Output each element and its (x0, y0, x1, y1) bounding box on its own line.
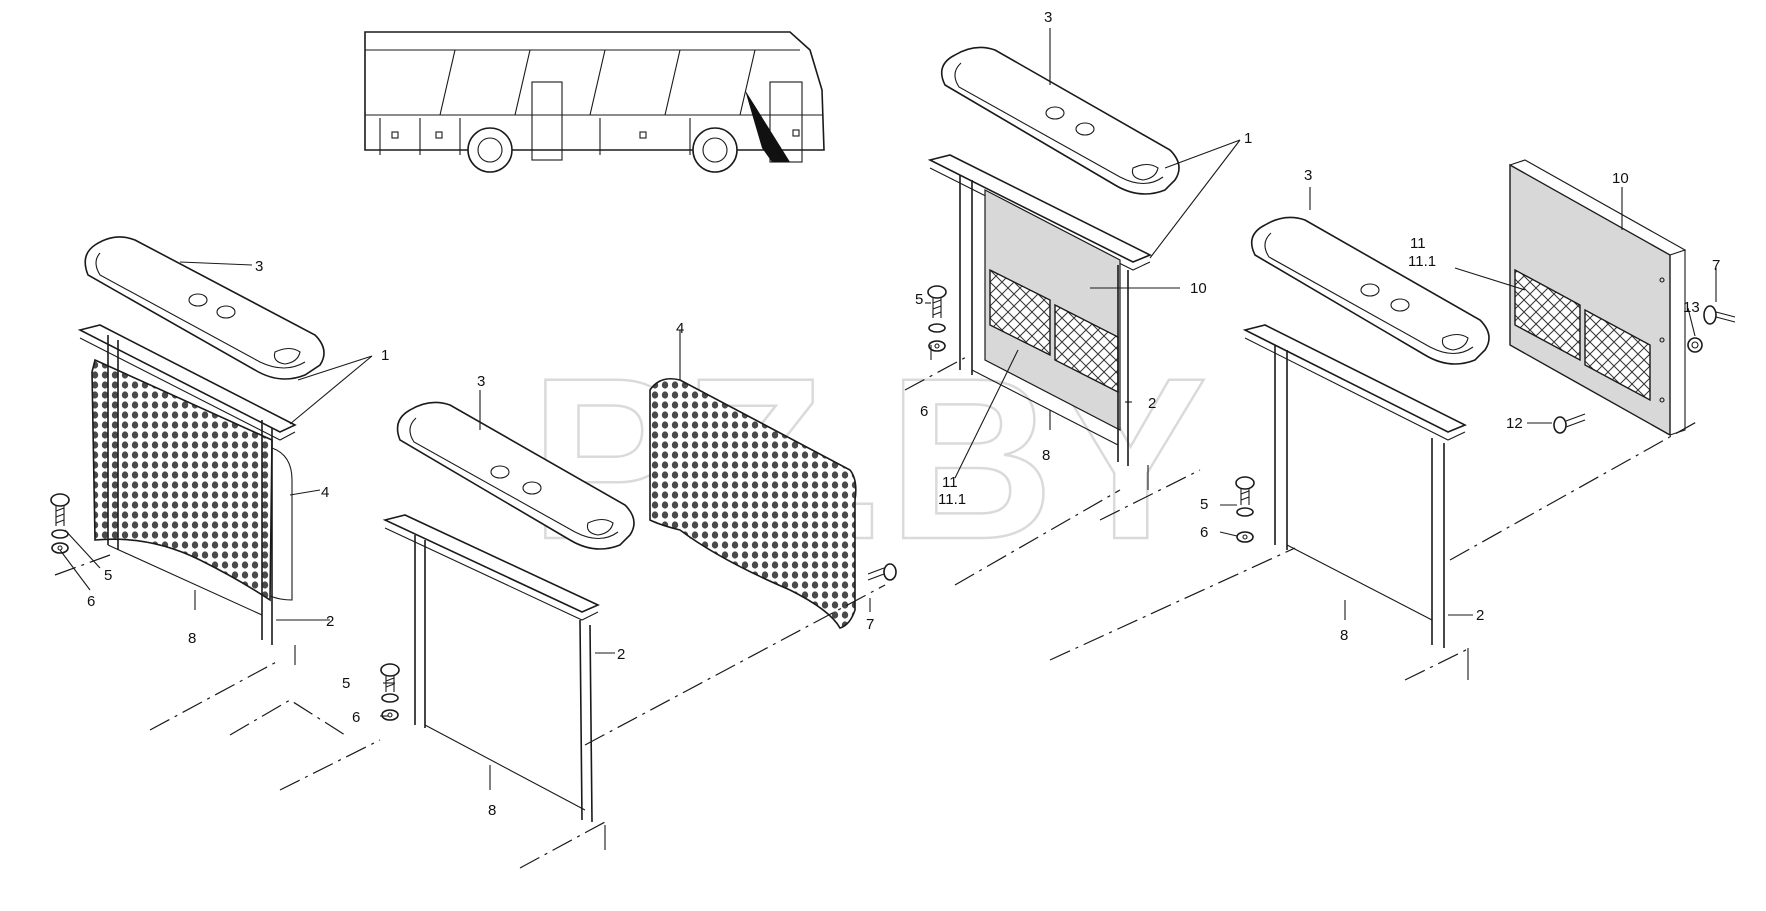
callout-6c: 6 (920, 403, 928, 420)
callout-6b: 6 (352, 709, 360, 726)
callout-12: 12 (1506, 415, 1523, 432)
fastener-stack-right (1235, 476, 1255, 543)
callout-7: 7 (866, 616, 874, 633)
mesh-panel-4 (91, 358, 293, 602)
frame-2c (959, 175, 1129, 466)
screw-7b-13 (1687, 305, 1736, 353)
callout-2c: 2 (1148, 395, 1156, 412)
assembly-upper-right (927, 46, 1180, 466)
callout-13: 13 (1683, 299, 1700, 316)
callout-2d: 2 (1476, 607, 1484, 624)
assembly-center (380, 377, 897, 823)
alignment-lines (54, 354, 1701, 869)
callout-10: 10 (1190, 280, 1207, 297)
mesh-panel-4b (649, 377, 857, 629)
callout-labels: 3 1 4 5 6 8 2 3 4 2 5 6 8 7 3 1 10 2 8 5… (87, 9, 1720, 819)
callout-1c: 1 (1244, 130, 1252, 147)
callout-2b: 2 (617, 646, 625, 663)
callout-8c: 8 (1042, 447, 1050, 464)
callout-5d: 5 (1200, 496, 1208, 513)
net-pockets-11b (1514, 268, 1651, 402)
armrest-cushion-3c (940, 46, 1180, 195)
callout-4b: 4 (676, 320, 684, 337)
armrest-cushion-3 (84, 236, 325, 380)
callout-8d: 8 (1340, 627, 1348, 644)
leader-lines (59, 28, 1717, 790)
assembly-left (50, 236, 325, 645)
callout-1: 1 (381, 347, 389, 364)
callout-5: 5 (104, 567, 112, 584)
assembly-right (1235, 159, 1736, 648)
frame-2d (1242, 324, 1467, 648)
screw-7 (867, 563, 897, 581)
callout-4: 4 (321, 484, 329, 501)
callout-5c: 5 (915, 291, 923, 308)
fastener-stack-center (380, 663, 400, 721)
callout-10b: 10 (1612, 170, 1629, 187)
bus-overview (364, 31, 825, 173)
callout-6d: 6 (1200, 524, 1208, 541)
armrest-cushion-3b (396, 401, 635, 550)
callout-3c: 3 (1044, 9, 1052, 26)
frame-2 (107, 335, 273, 645)
callout-11-1b: 11.1 (1408, 253, 1436, 270)
callout-8: 8 (188, 630, 196, 647)
net-pockets-11 (989, 268, 1119, 394)
fastener-stack-left (50, 493, 70, 554)
upper-rail-1 (77, 324, 297, 441)
callout-2: 2 (326, 613, 334, 630)
callout-3d: 3 (1304, 167, 1312, 184)
callout-7b: 7 (1712, 257, 1720, 274)
callout-3b: 3 (477, 373, 485, 390)
callout-11: 11 (942, 474, 958, 491)
callout-6: 6 (87, 593, 95, 610)
callout-11-1: 11.1 (938, 491, 966, 508)
callout-3: 3 (255, 258, 263, 275)
frame-2b (382, 514, 600, 823)
screw-12 (1553, 413, 1586, 434)
callout-5b: 5 (342, 675, 350, 692)
callout-8b: 8 (488, 802, 496, 819)
fastener-stack-upper (927, 285, 947, 352)
callout-11b: 11 (1410, 235, 1426, 252)
armrest-cushion-3d (1250, 216, 1490, 365)
